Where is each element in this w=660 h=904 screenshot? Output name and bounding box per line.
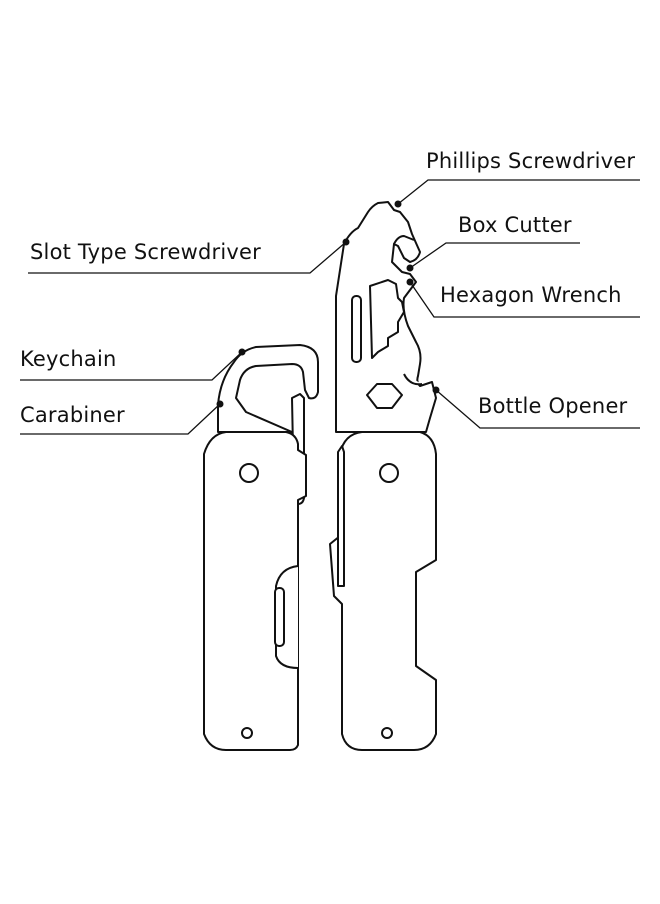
- box-cutter-notch: [393, 235, 415, 245]
- left-handle-small-hole: [241, 727, 253, 739]
- label-slot-type-screwdriver: Slot Type Screwdriver: [30, 240, 261, 264]
- blade-slot: [351, 295, 362, 363]
- slot-type-dot: [342, 238, 350, 246]
- label-carabiner: Carabiner: [20, 403, 125, 427]
- left-handle-body: [203, 431, 307, 751]
- keychain-leader: [20, 351, 243, 381]
- label-keychain: Keychain: [20, 347, 117, 371]
- bottle-opener-hook: [403, 373, 423, 386]
- right-handle-bar: [337, 445, 345, 587]
- phillips-leader: [397, 179, 640, 205]
- box-cutter-dot: [406, 264, 414, 272]
- hexagon-hole: [366, 383, 403, 409]
- right-handle-big-hole: [379, 463, 399, 483]
- keychain-dot: [238, 348, 246, 356]
- right-handle-small-hole: [381, 727, 393, 739]
- label-box-cutter: Box Cutter: [458, 213, 572, 237]
- label-bottle-opener: Bottle Opener: [478, 394, 628, 418]
- bottle-opener-leader: [435, 389, 640, 429]
- label-hexagon-wrench: Hexagon Wrench: [440, 283, 622, 307]
- carabiner-leader: [20, 403, 221, 435]
- bottle-opener-dot: [432, 386, 440, 394]
- leader-lines: [20, 179, 640, 435]
- phillips-dot: [394, 200, 402, 208]
- left-handle-slot: [274, 587, 285, 647]
- hexagon-wrench-leader: [409, 281, 640, 318]
- slot-type-leader: [28, 241, 347, 274]
- right-handle: [329, 201, 437, 751]
- left-handle-big-hole: [239, 463, 259, 483]
- carabiner-hook: [217, 344, 319, 433]
- carabiner-dot: [216, 400, 224, 408]
- left-handle: [203, 344, 319, 751]
- hexagon-wrench-dot: [406, 278, 414, 286]
- label-phillips-screwdriver: Phillips Screwdriver: [426, 149, 636, 173]
- box-cutter-leader: [409, 242, 580, 269]
- hexagon-wrench-cutout: [369, 279, 405, 359]
